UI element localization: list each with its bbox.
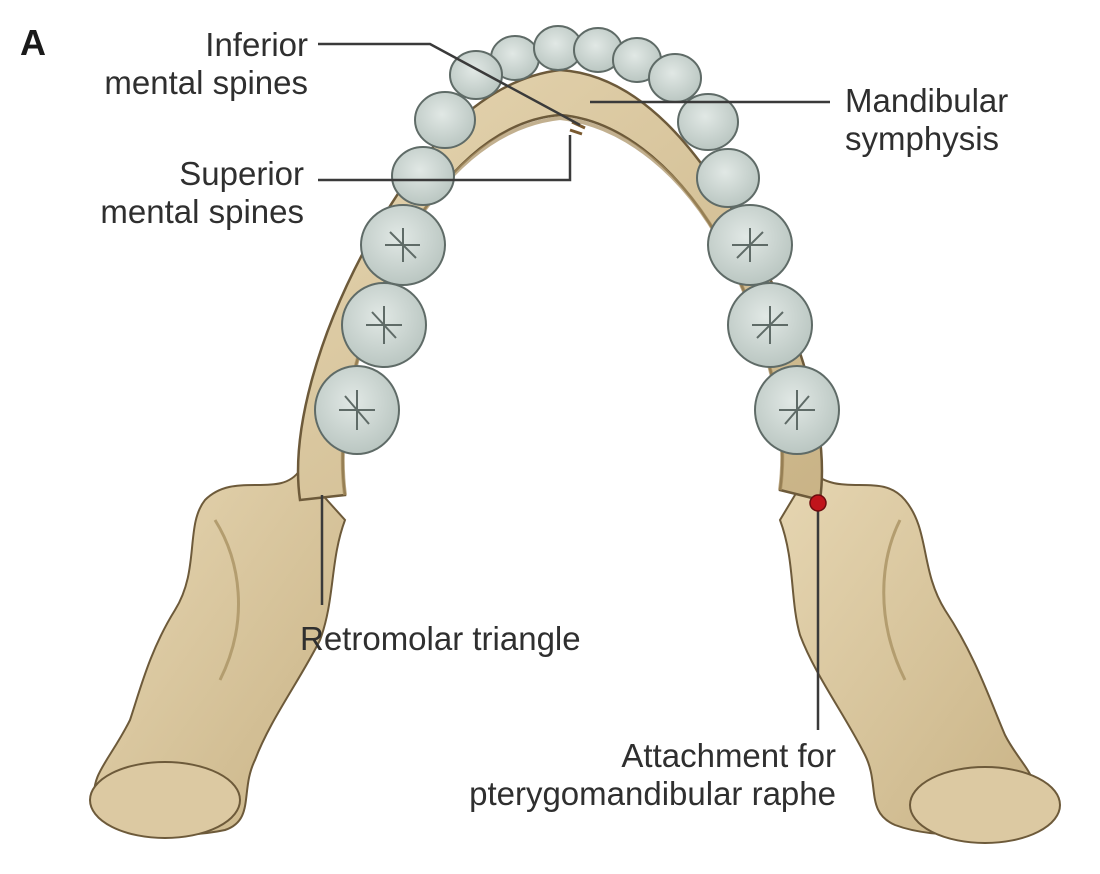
label-line: mental spines [100, 193, 304, 230]
label-line: Mandibular [845, 82, 1009, 119]
tooth [414, 91, 476, 149]
tooth [391, 146, 455, 206]
attachment-point-marker [809, 494, 827, 512]
label-line: pterygomandibular raphe [469, 775, 836, 812]
label-line: symphysis [845, 120, 1000, 157]
tooth [696, 148, 760, 208]
label-attachment-pterygomandibular-raphe: Attachment for pterygomandibular raphe [460, 737, 836, 813]
tooth [677, 93, 739, 151]
label-inferior-mental-spines: Inferior mental spines [60, 26, 308, 102]
right-condyle [909, 766, 1061, 844]
leader-superior-mental-spines [318, 135, 572, 182]
label-line: mental spines [104, 64, 308, 101]
leader-lines [318, 42, 830, 730]
tooth [648, 53, 702, 103]
left-condyle [89, 761, 241, 839]
leader-inferior-mental-spines [318, 42, 581, 127]
label-retromolar-triangle: Retromolar triangle [300, 620, 581, 658]
label-mandibular-symphysis: Mandibular symphysis [845, 82, 1008, 158]
label-line: Inferior [205, 26, 308, 63]
molar-fissures [339, 228, 815, 430]
left-ramus [89, 468, 347, 839]
right-ramus [778, 468, 1061, 844]
label-superior-mental-spines: Superior mental spines [56, 155, 304, 231]
label-line: Superior [179, 155, 304, 192]
label-line: Attachment for [621, 737, 836, 774]
panel-letter: A [20, 22, 46, 63]
label-line: Retromolar triangle [300, 620, 581, 657]
